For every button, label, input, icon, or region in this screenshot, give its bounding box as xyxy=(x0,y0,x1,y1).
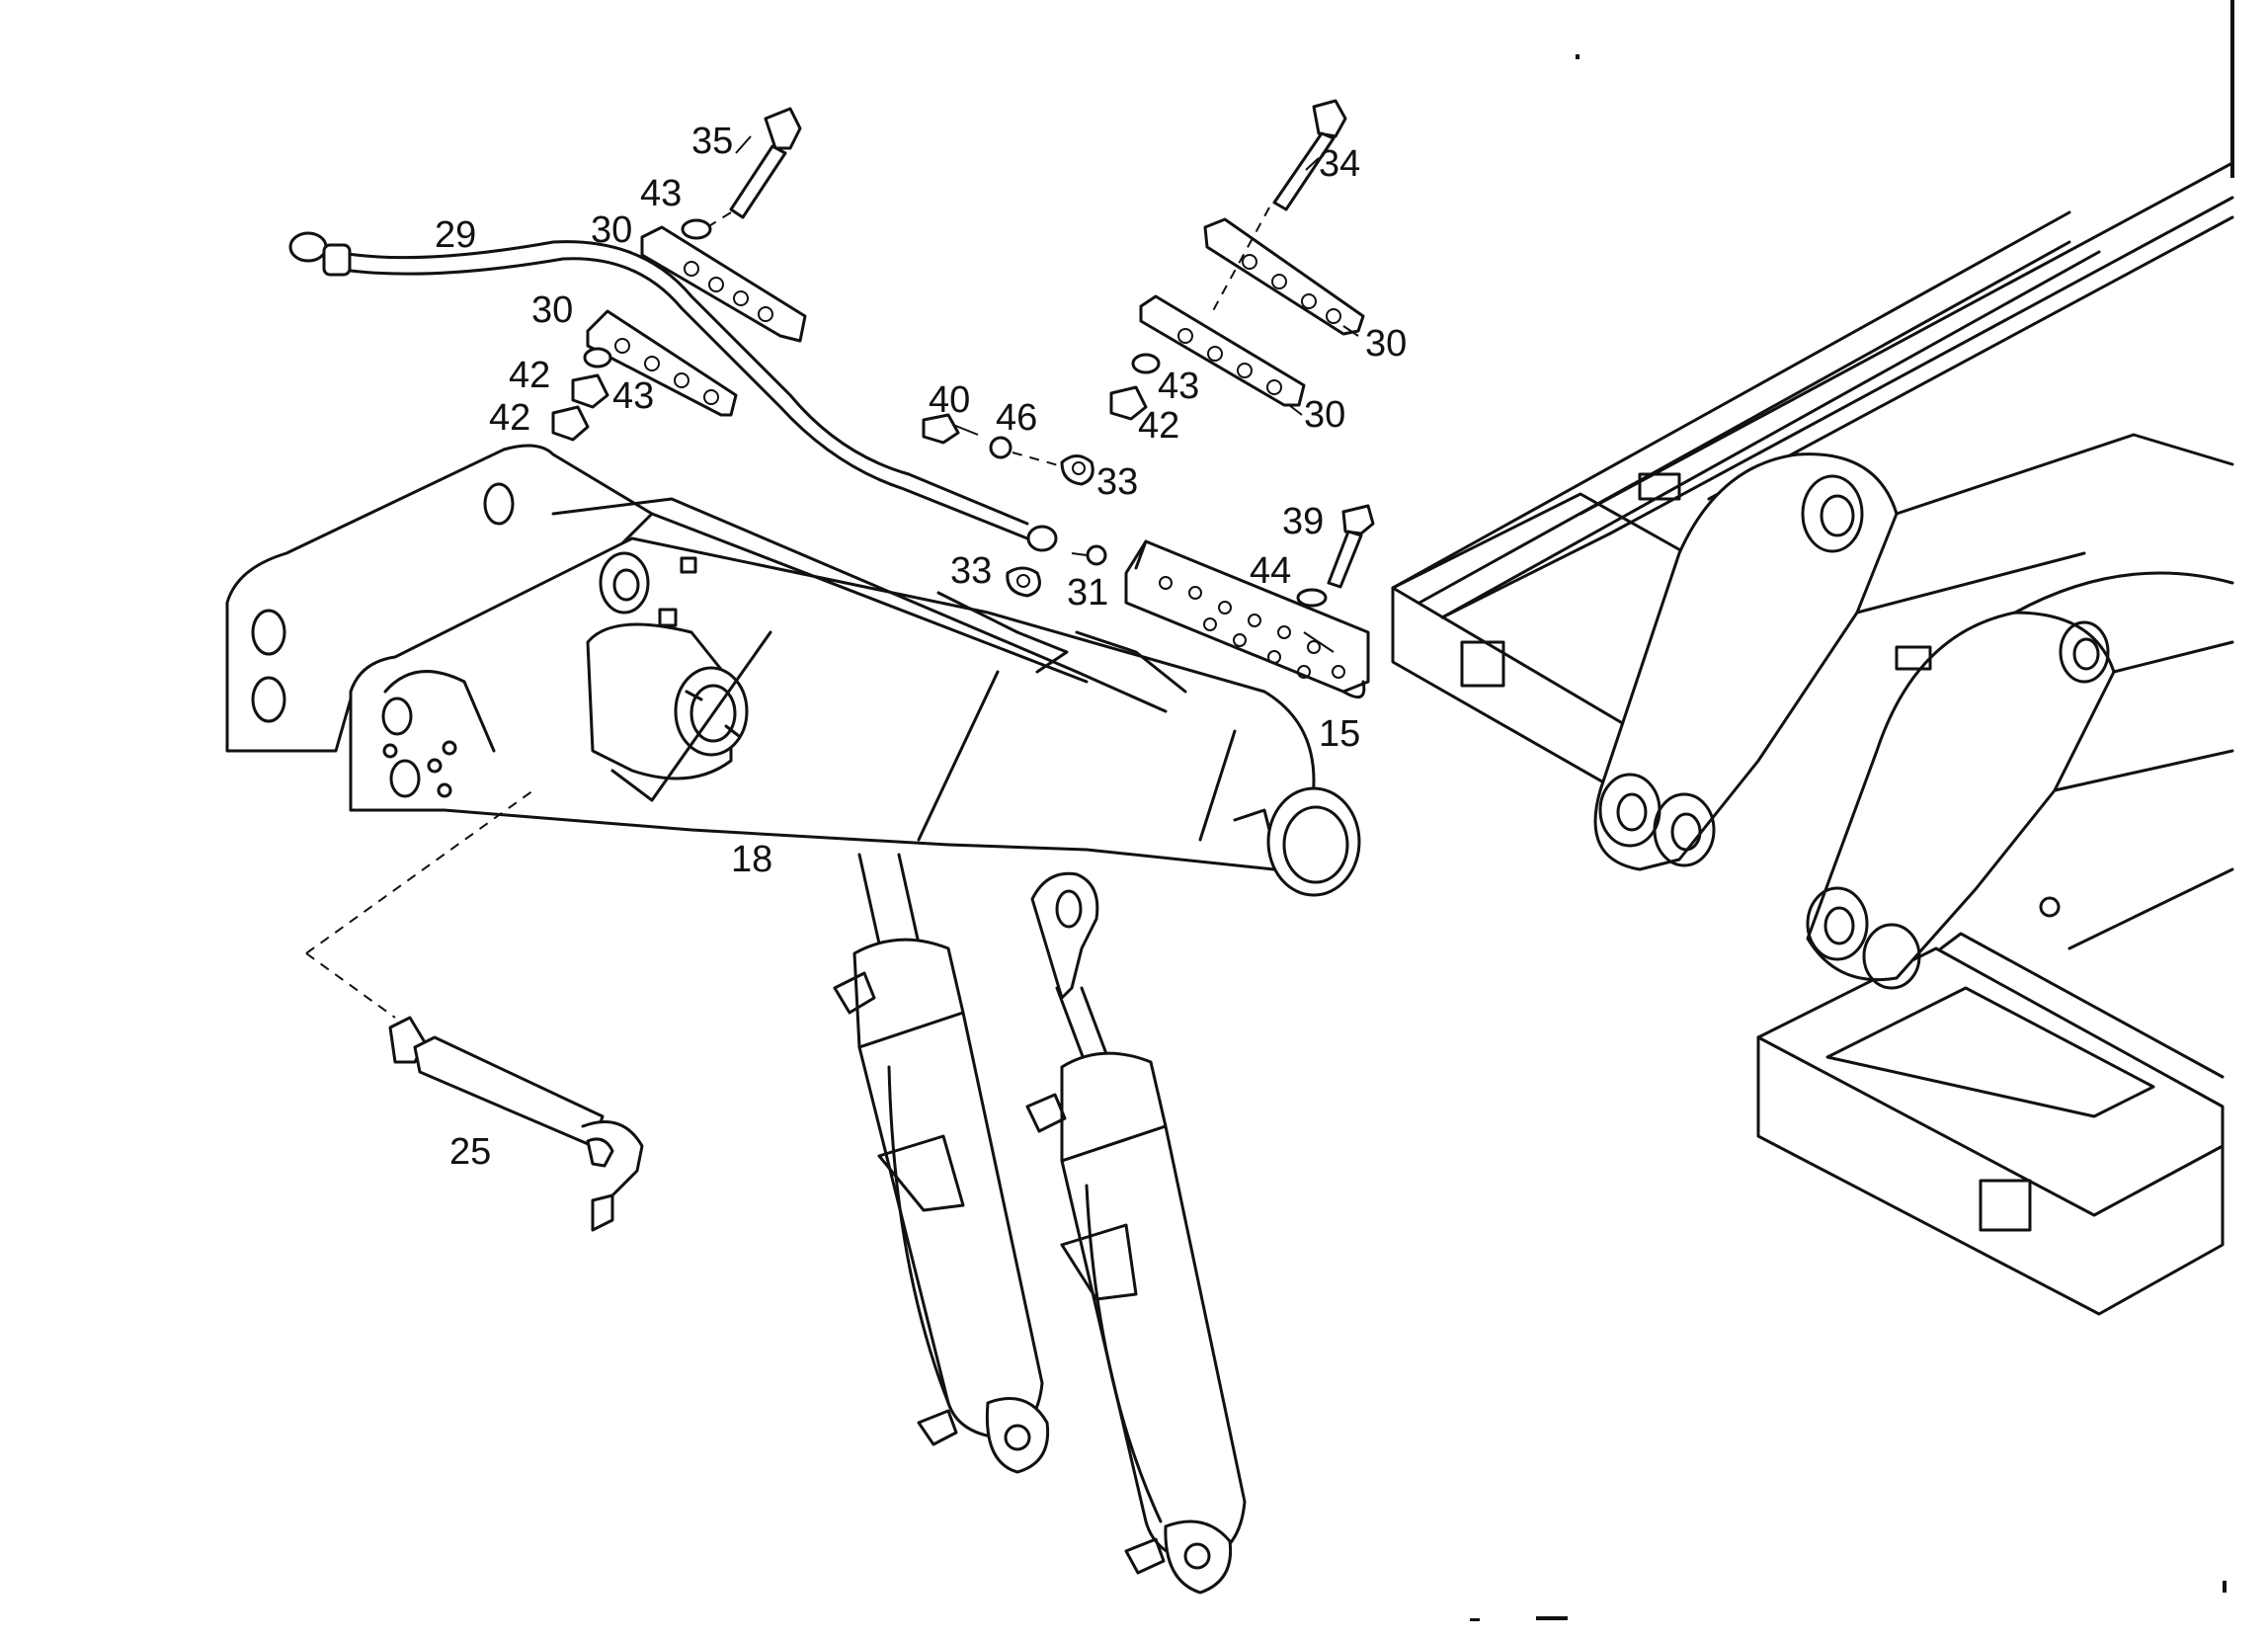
callout-42-upper: 42 xyxy=(509,355,550,396)
callout-34: 34 xyxy=(1319,143,1360,185)
fasteners xyxy=(551,99,1375,608)
hose-29 xyxy=(288,231,1058,552)
hose-clamps-30 xyxy=(586,217,1365,417)
callout-46: 46 xyxy=(996,397,1037,439)
callout-42-lower: 42 xyxy=(489,397,530,439)
callout-40: 40 xyxy=(929,379,970,421)
callout-18: 18 xyxy=(731,839,772,880)
callout-43-left: 43 xyxy=(612,375,654,417)
callout-29: 29 xyxy=(435,214,476,256)
callout-31: 31 xyxy=(1067,572,1108,614)
boom-arm-18 xyxy=(225,444,1361,897)
callout-42-right: 42 xyxy=(1138,405,1179,447)
scan-specks xyxy=(1470,0,2234,1621)
callout-30-right-upper: 30 xyxy=(1365,323,1407,365)
callout-43-right: 43 xyxy=(1158,366,1199,407)
pivot-pin-25 xyxy=(305,789,644,1232)
chassis-frame xyxy=(1391,161,2234,1316)
valve-block-15 xyxy=(1124,539,1370,699)
callout-35: 35 xyxy=(691,121,733,162)
callout-33-upper: 33 xyxy=(1096,461,1138,503)
callout-labels: 35 34 43 29 30 30 30 30 42 43 42 40 46 3… xyxy=(435,121,1407,1173)
callout-43-top: 43 xyxy=(640,173,682,214)
callout-33-lower: 33 xyxy=(950,550,992,592)
callout-30-right-lower: 30 xyxy=(1304,394,1345,436)
hydraulic-cylinder-left xyxy=(833,853,1050,1474)
callout-30-left-upper: 30 xyxy=(591,209,632,251)
callout-39: 39 xyxy=(1282,501,1324,542)
callout-44: 44 xyxy=(1250,550,1291,592)
callout-30-left-lower: 30 xyxy=(531,289,573,331)
leader-lines xyxy=(735,135,1359,653)
hydraulic-cylinder-right xyxy=(1025,871,1247,1595)
clamp-holes xyxy=(614,254,1341,405)
callout-25: 25 xyxy=(449,1131,491,1173)
callout-15: 15 xyxy=(1319,713,1360,755)
